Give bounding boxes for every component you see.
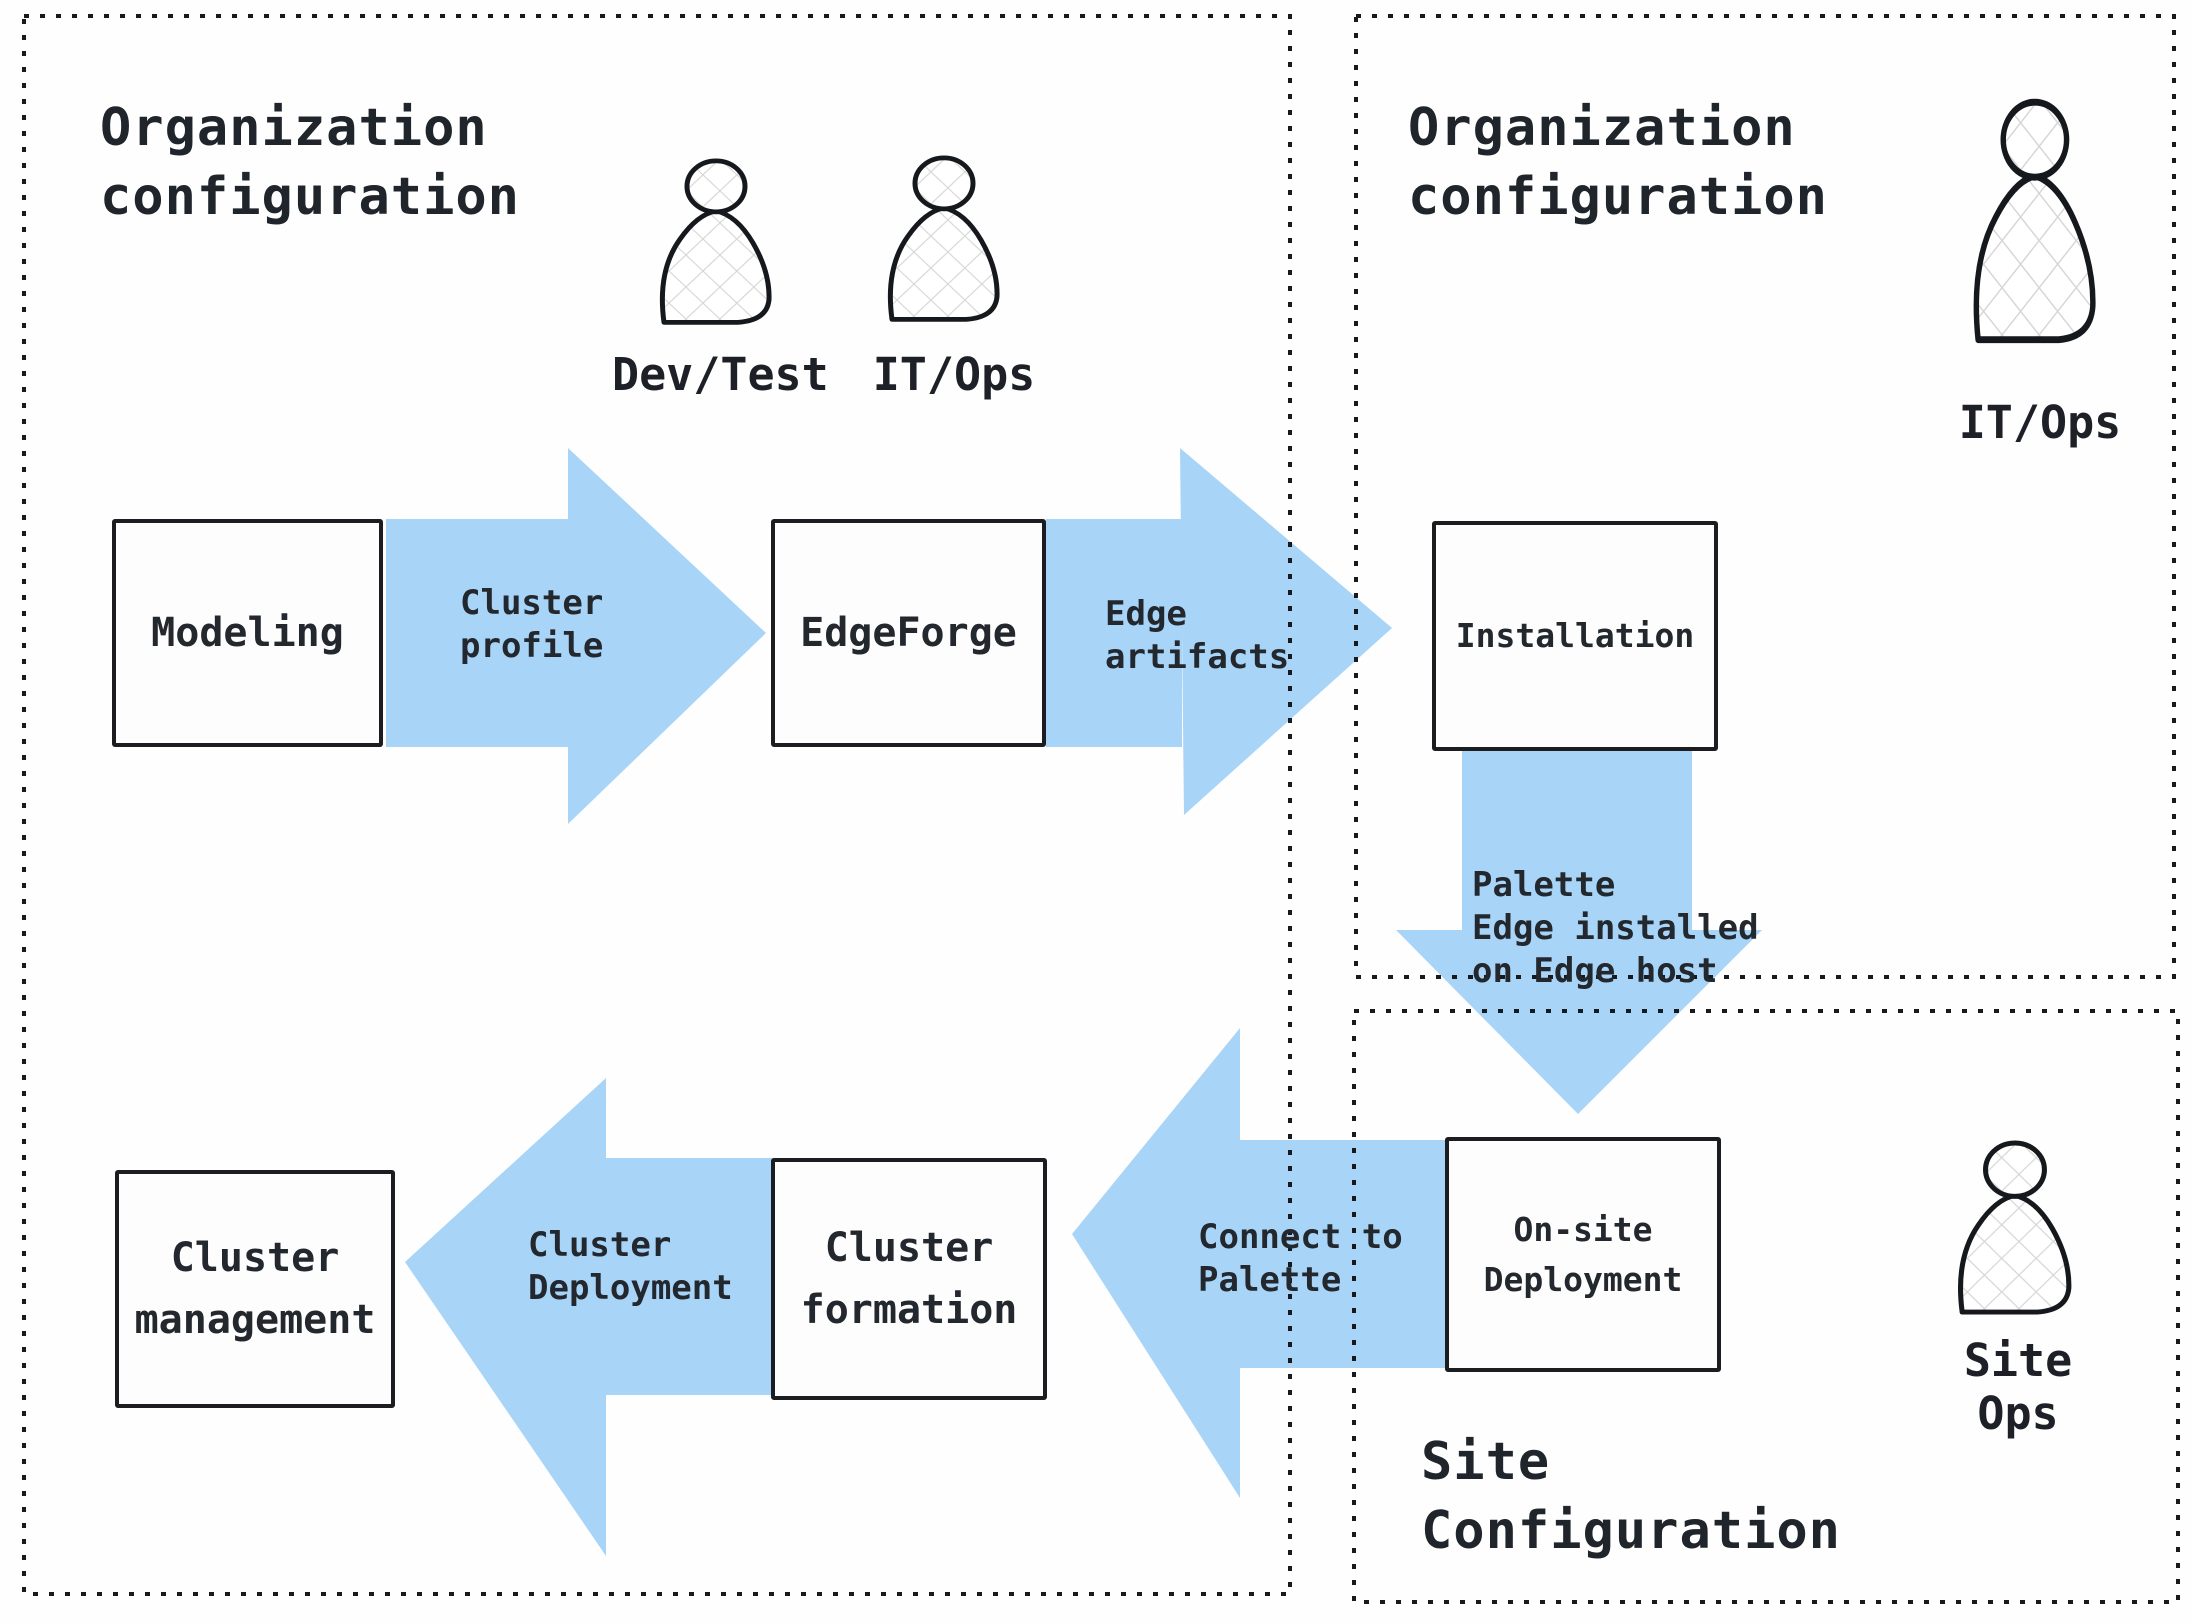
flow-label-edge-artifacts: Edge artifacts	[1105, 594, 1290, 677]
node-installation: Installation	[1432, 521, 1718, 751]
arrow-palette-installed-shaft	[1462, 750, 1692, 932]
flow-label-palette-installed: Palette Edge installed on Edge host	[1472, 865, 1759, 991]
it-ops-left-person-icon	[880, 155, 1010, 325]
arrow-connect-palette	[1072, 1028, 1452, 1498]
node-onsite-deployment: On-site Deployment	[1445, 1137, 1721, 1372]
flow-label-cluster-profile: Cluster profile	[460, 583, 604, 666]
arrow-connect-palette-shaft	[1240, 1140, 1452, 1368]
arrow-edge-artifacts-head	[1180, 448, 1392, 815]
node-cluster-management: Cluster management	[115, 1170, 395, 1408]
arrow-cluster-deployment	[405, 1078, 776, 1556]
org-left-region-border	[22, 14, 1292, 1596]
arrow-cluster-profile	[386, 448, 766, 824]
flow-label-connect-palette: Connect to Palette	[1198, 1217, 1403, 1300]
node-edgeforge: EdgeForge	[771, 519, 1046, 747]
node-modeling: Modeling	[112, 519, 383, 747]
it-ops-right-person-icon	[1965, 98, 2107, 348]
arrow-cluster-profile-head	[568, 448, 766, 824]
site-ops-label: Site Ops	[1963, 1334, 2073, 1440]
site-region-title: Site Configuration	[1421, 1432, 1841, 1561]
site-ops-person-icon	[1950, 1140, 2082, 1318]
arrow-cluster-deployment-shaft	[604, 1158, 776, 1395]
arrow-edge-artifacts-shaft	[1046, 519, 1182, 747]
dev-test-person-icon	[652, 158, 782, 328]
arrow-cluster-deployment-head	[405, 1078, 606, 1556]
it-ops-right-label: IT/Ops	[1958, 396, 2122, 449]
node-cluster-formation: Cluster formation	[771, 1158, 1047, 1400]
flow-label-cluster-deployment: Cluster Deployment	[528, 1225, 733, 1308]
arrow-connect-palette-head	[1072, 1028, 1240, 1498]
org-left-region-title: Organization configuration	[100, 98, 520, 227]
org-right-region-border	[1354, 14, 2176, 979]
dev-test-label: Dev/Test	[612, 348, 829, 401]
site-region-border	[1352, 1009, 2180, 1604]
org-right-region-title: Organization configuration	[1408, 98, 1828, 227]
arrow-cluster-profile-shaft	[386, 519, 568, 747]
it-ops-left-label: IT/Ops	[872, 348, 1036, 401]
arrow-edge-artifacts	[1046, 448, 1392, 815]
